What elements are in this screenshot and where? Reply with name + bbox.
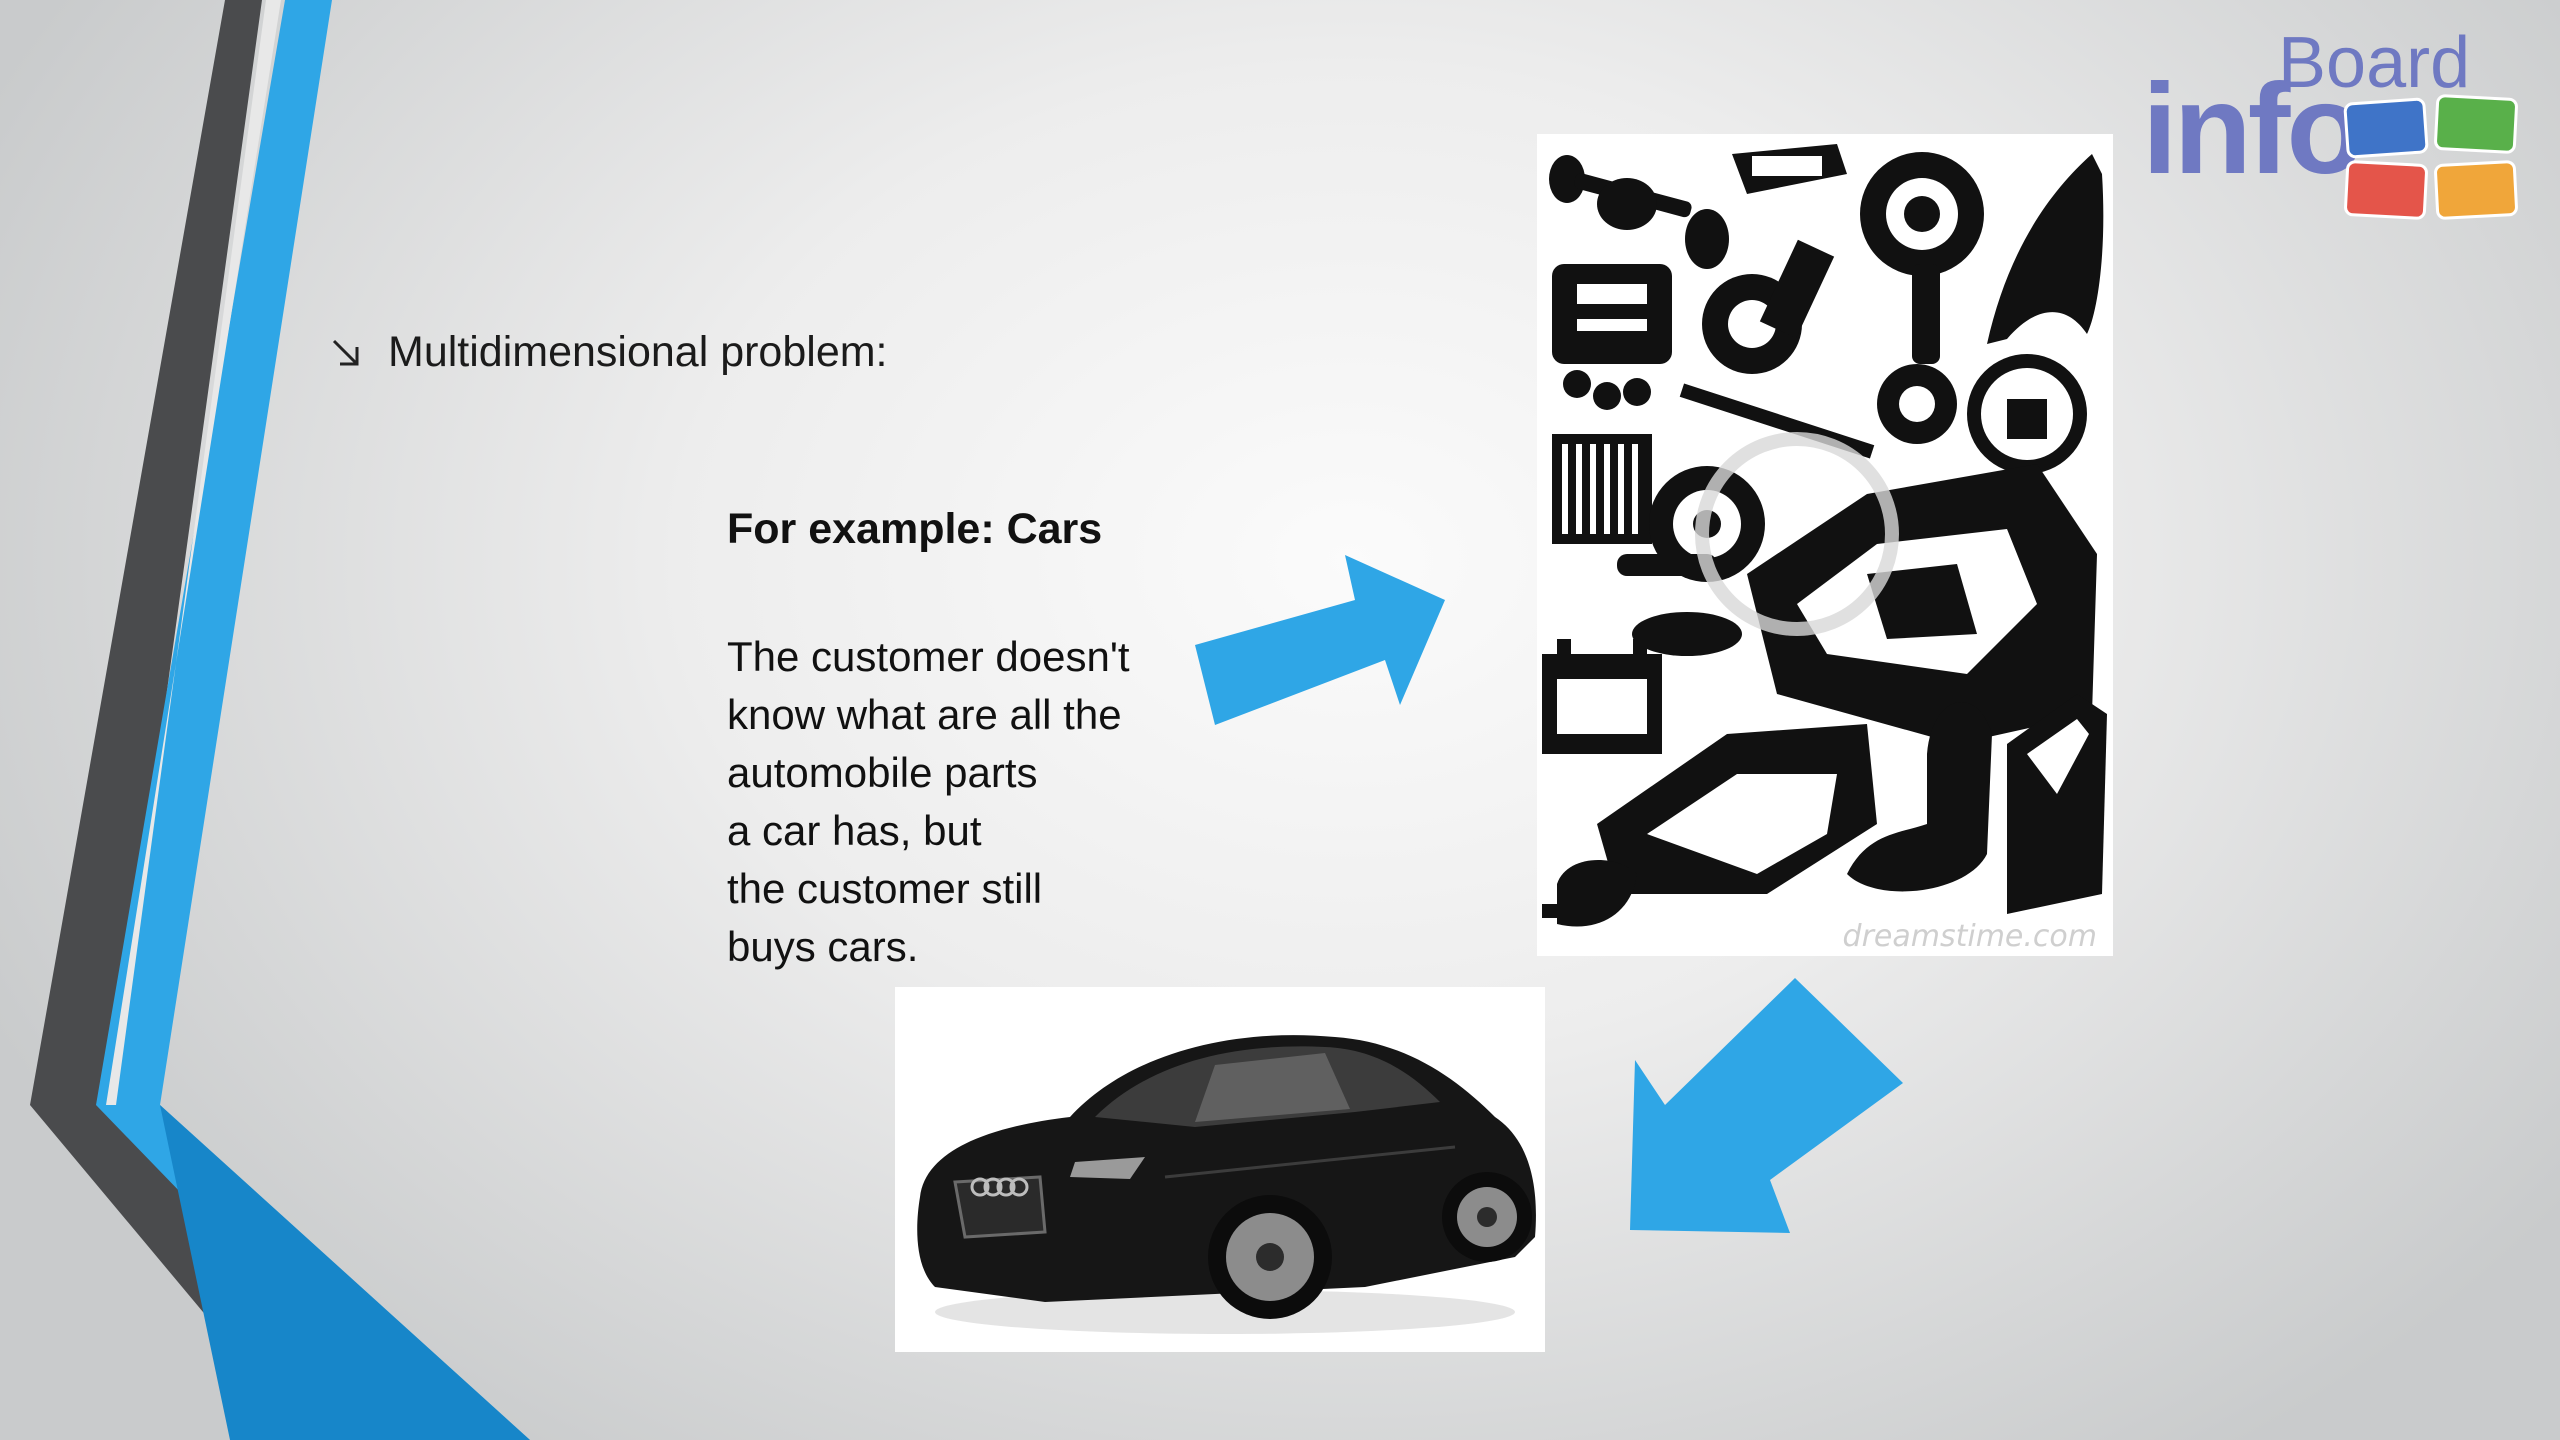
body-line: The customer doesn't: [727, 633, 1130, 680]
stripe-blue: [96, 0, 530, 1440]
arrow-down-right-icon: [330, 335, 362, 371]
body-line: a car has, but: [727, 807, 982, 854]
body-line: know what are all the: [727, 691, 1122, 738]
arrow-down-left-icon: [1630, 978, 1903, 1233]
logo-tile-person: [2343, 97, 2429, 159]
body-line: buys cars.: [727, 923, 919, 970]
bullet-item: Multidimensional problem:: [330, 328, 888, 377]
watermark-text: dreamstime.com: [1843, 919, 2097, 954]
logo-word-board: Board: [2278, 23, 2471, 103]
car-illustration: [895, 987, 1545, 1352]
car-image: [895, 987, 1545, 1352]
logo-tile-network: [2343, 159, 2429, 221]
stripe-dark: [30, 0, 420, 1440]
body-line: the customer still: [727, 865, 1043, 912]
body-line: automobile parts: [727, 749, 1038, 796]
stripe-light: [106, 0, 281, 1105]
arrow-right-up-icon: [1195, 555, 1445, 725]
auto-parts-image: dreamstime.com: [1537, 134, 2113, 956]
logo-tiles: [2343, 93, 2530, 230]
auto-parts-illustration: dreamstime.com: [1537, 134, 2113, 956]
logo-tile-gears: [2433, 93, 2519, 155]
logo-word-info: info: [2142, 58, 2365, 201]
logo-tile-helmet: [2433, 159, 2519, 221]
stripe-blue-bottom: [160, 1105, 530, 1440]
bullet-text: Multidimensional problem:: [388, 328, 888, 376]
example-heading: For example: Cars: [727, 505, 1103, 553]
infoboard-logo: Board info: [2140, 22, 2540, 232]
body-paragraph: The customer doesn't know what are all t…: [727, 628, 1130, 976]
